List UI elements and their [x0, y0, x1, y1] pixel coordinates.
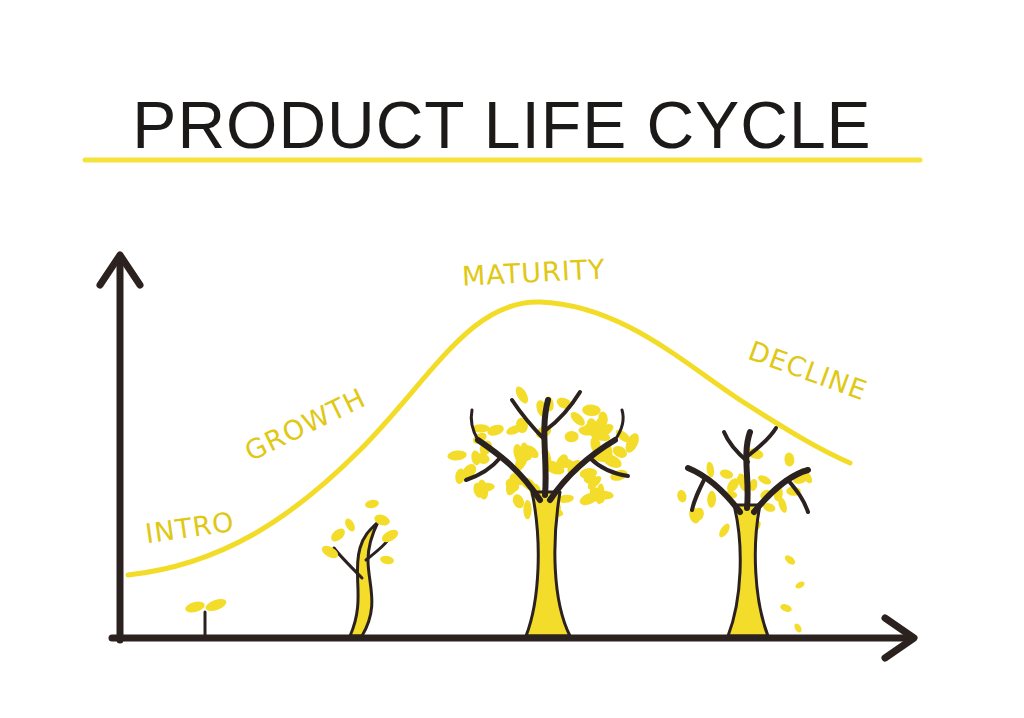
- branch: [724, 432, 748, 462]
- y-axis-arrowhead: [100, 255, 140, 285]
- tree-trunk: [350, 522, 378, 636]
- leaf: [505, 423, 524, 437]
- leaf: [380, 527, 401, 545]
- branch: [544, 400, 548, 495]
- branch: [615, 410, 623, 440]
- branch: [466, 458, 500, 480]
- leaf: [564, 431, 578, 443]
- branch: [546, 392, 580, 430]
- leaf: [511, 493, 526, 510]
- declining-tree: [676, 428, 815, 636]
- leaf: [783, 553, 797, 566]
- leaf: [320, 543, 341, 561]
- branch: [334, 548, 362, 578]
- diagram-title: PRODUCT LIFE CYCLE: [132, 92, 871, 158]
- leaf: [757, 473, 773, 486]
- title-underline: [85, 158, 920, 163]
- leaf: [472, 482, 485, 499]
- leaf: [520, 442, 530, 460]
- leaf: [587, 484, 608, 506]
- leaf: [793, 622, 803, 634]
- branch: [590, 458, 628, 476]
- leaf: [523, 500, 531, 519]
- leaf: [184, 600, 206, 615]
- tree-trunk: [728, 505, 768, 636]
- leaf: [486, 423, 505, 438]
- x-axis: [112, 635, 908, 642]
- branch: [788, 480, 808, 512]
- branch: [471, 410, 478, 440]
- leaf: [611, 443, 630, 460]
- leaf: [329, 526, 348, 544]
- leaf: [719, 468, 735, 480]
- seedling: [184, 597, 228, 636]
- y-axis: [117, 262, 124, 640]
- leaf: [582, 404, 601, 417]
- branch: [754, 470, 808, 512]
- branch: [688, 468, 740, 512]
- stage-label: DECLINE: [745, 336, 871, 404]
- leaf: [676, 489, 688, 503]
- leaf: [779, 603, 793, 614]
- leaf: [364, 499, 379, 509]
- sapling: [320, 499, 401, 636]
- mature-tree: [447, 384, 642, 636]
- leaf: [379, 555, 394, 565]
- branch: [746, 432, 750, 508]
- leaf: [784, 452, 795, 467]
- branch: [692, 478, 705, 510]
- leaf: [447, 450, 467, 462]
- leaf: [578, 425, 595, 436]
- leaf: [725, 476, 742, 494]
- leaf: [343, 517, 357, 533]
- leaf: [474, 451, 491, 465]
- branch: [204, 612, 207, 636]
- branch: [512, 400, 545, 440]
- leaf: [717, 522, 732, 539]
- leaf: [204, 597, 228, 614]
- stage-label: INTRO: [144, 507, 237, 546]
- leaf: [579, 467, 598, 480]
- branch: [749, 428, 776, 455]
- stage-label: MATURITY: [462, 255, 607, 289]
- leaf: [373, 513, 391, 528]
- x-axis-arrowhead: [885, 618, 914, 658]
- leaf: [777, 496, 789, 514]
- stage-label: GROWTH: [240, 383, 369, 464]
- leaf: [707, 491, 717, 508]
- tree-trunk: [526, 492, 570, 636]
- leaf: [794, 580, 806, 590]
